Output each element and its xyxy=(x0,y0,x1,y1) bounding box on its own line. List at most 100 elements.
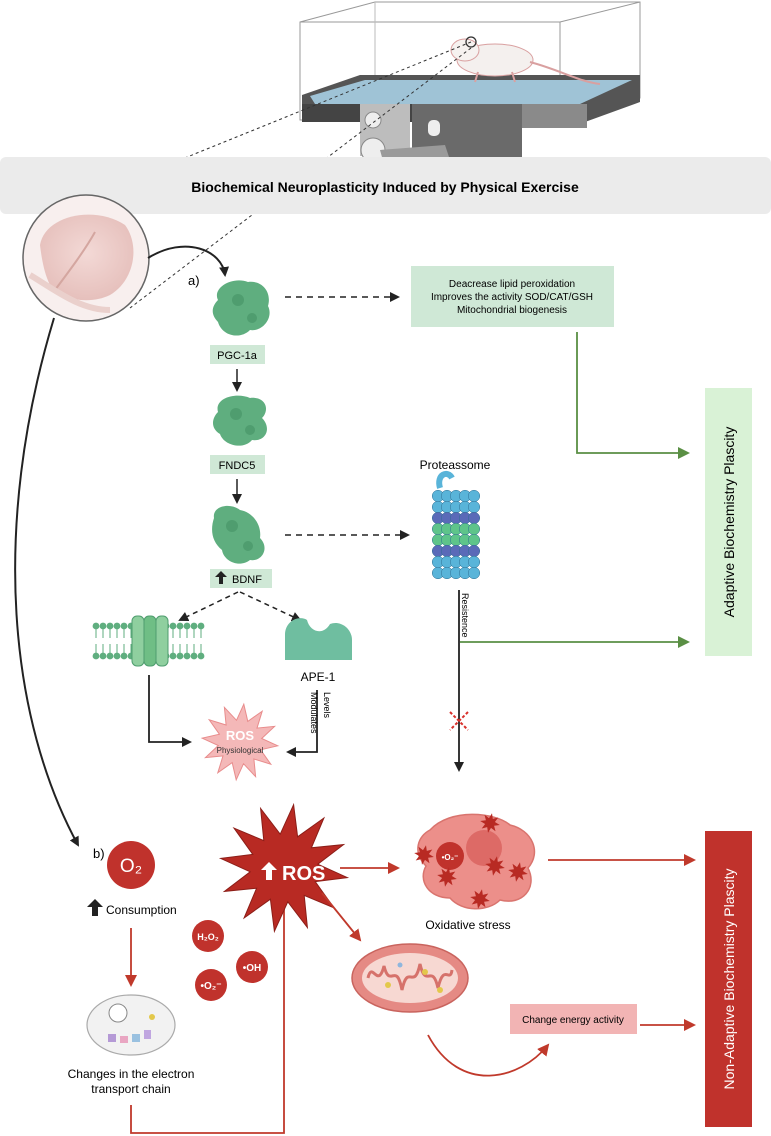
bdnf-label: BDNF xyxy=(232,574,262,586)
nonadaptive-label: Non-Adaptive Biochemistry Plascity xyxy=(721,869,737,1090)
radical-star xyxy=(508,862,528,882)
effect-item: Deacrease lipid peroxidation xyxy=(449,279,575,290)
pgc-protein-icon xyxy=(212,280,270,336)
lipid-head xyxy=(99,622,107,630)
lipid-head xyxy=(169,652,177,660)
lipid-head xyxy=(106,652,114,660)
h2o2-circle xyxy=(192,920,224,952)
arrow-etc-to-ros xyxy=(130,891,290,1134)
nonadaptive-box xyxy=(705,831,752,1127)
lipid-head xyxy=(92,652,100,660)
lipid-head xyxy=(92,622,100,630)
etc-label-line1: Changes in the electron xyxy=(68,1067,195,1081)
up-arrow-icon xyxy=(215,571,227,584)
consumption-label: Consumption xyxy=(106,903,177,917)
blocked-x-icon xyxy=(449,711,469,731)
proteasome-subunit xyxy=(467,489,481,503)
arrow-brain-to-b xyxy=(14,317,79,847)
lipid-head xyxy=(190,622,198,630)
up-arrow-icon xyxy=(87,899,103,916)
o2-label: O₂ xyxy=(120,856,142,877)
lipid-head xyxy=(169,622,177,630)
bdnf-protein-icon xyxy=(212,505,265,564)
resistance-label: Resistence xyxy=(460,593,470,638)
effects-box xyxy=(411,266,614,327)
proteasome-label: Proteassome xyxy=(420,458,491,472)
receptor-domain xyxy=(143,615,157,667)
lipid-head xyxy=(183,652,191,660)
title-bar xyxy=(0,157,771,214)
oxidative-stress-label: Oxidative stress xyxy=(425,918,510,932)
lipid-head xyxy=(99,652,107,660)
oh-circle xyxy=(236,951,268,983)
pgc-label-box xyxy=(210,345,265,364)
arrow-mito-to-energy xyxy=(427,1034,550,1077)
fndc5-label-box xyxy=(210,455,265,474)
lipid-head xyxy=(183,622,191,630)
etc-mitochondrion-icon xyxy=(86,994,176,1056)
arrow-receptor-to-ros xyxy=(148,675,192,747)
ape1-label: APE-1 xyxy=(301,670,336,684)
energy-box xyxy=(510,1004,637,1034)
lipid-head xyxy=(106,622,114,630)
radical-stars xyxy=(414,813,528,909)
up-arrow-icon xyxy=(261,862,277,880)
fndc5-label: FNDC5 xyxy=(219,460,256,472)
ros-physiological-sub: Physiological xyxy=(217,746,264,755)
proteasome-subunit xyxy=(467,511,481,525)
proteasome-cap xyxy=(436,470,455,489)
ros-physiological-title: ROS xyxy=(226,728,255,743)
receptor-domain xyxy=(155,615,169,667)
proteasome-subunit xyxy=(467,533,481,547)
o2-circle xyxy=(107,841,155,889)
bdnf-label-box xyxy=(210,569,272,588)
proteasome-icon xyxy=(431,470,481,580)
membrane-receptor-icon xyxy=(92,615,205,667)
pgc-label: PGC-1a xyxy=(217,350,258,362)
etc-label-line2: transport chain xyxy=(91,1082,170,1096)
dashed-arrow-to-receptor xyxy=(178,591,239,622)
lipid-head xyxy=(113,622,121,630)
ape1-icon xyxy=(285,618,352,660)
panel-a-label: a) xyxy=(188,273,200,288)
arrow-ape1-to-ros xyxy=(286,690,318,757)
effect-item: Mitochondrial biogenesis xyxy=(457,305,567,316)
fndc5-protein-icon xyxy=(213,395,267,446)
adaptive-box xyxy=(705,388,752,656)
proteasome-subunit xyxy=(467,500,481,514)
zoom-line xyxy=(43,41,472,216)
dashed-arrow-to-ape1 xyxy=(239,591,302,622)
o2-radical-label: •O₂⁻ xyxy=(200,981,221,992)
energy-label: Change energy activity xyxy=(522,1015,624,1026)
proteasome-subunit xyxy=(467,555,481,569)
brain-zoom-icon xyxy=(22,194,150,322)
lipid-head xyxy=(197,622,205,630)
lipid-head xyxy=(176,622,184,630)
receptor-domain xyxy=(131,615,145,667)
proteasome-subunit xyxy=(467,544,481,558)
cell-radical-label: •O₂⁻ xyxy=(442,853,459,862)
radical-star xyxy=(437,867,457,887)
damaged-mitochondrion-icon xyxy=(351,943,469,1013)
modulates-label: Modulates xyxy=(309,692,319,734)
ros-label: ROS xyxy=(282,863,325,885)
h2o2-label: H₂O₂ xyxy=(197,932,219,942)
ros-physiological-star xyxy=(200,702,280,782)
lipid-head xyxy=(120,622,128,630)
lipid-head xyxy=(120,652,128,660)
oh-label: •OH xyxy=(243,963,262,974)
radical-star xyxy=(414,845,434,865)
arrow-brain-to-a xyxy=(147,245,229,277)
lipid-head xyxy=(190,652,198,660)
o2-radical-circle xyxy=(195,969,227,1001)
levels-label: Levels xyxy=(322,692,332,719)
page-title: Biochemical Neuroplasticity Induced by P… xyxy=(191,179,579,195)
panel-b-label: b) xyxy=(93,846,105,861)
ros-star xyxy=(218,802,350,934)
adaptive-label: Adaptive Biochemistry Plascity xyxy=(721,427,737,618)
green-arrow-effects-adaptive xyxy=(576,332,690,459)
proteasome-subunit xyxy=(467,566,481,580)
radical-star xyxy=(470,889,490,909)
lipid-head xyxy=(176,652,184,660)
